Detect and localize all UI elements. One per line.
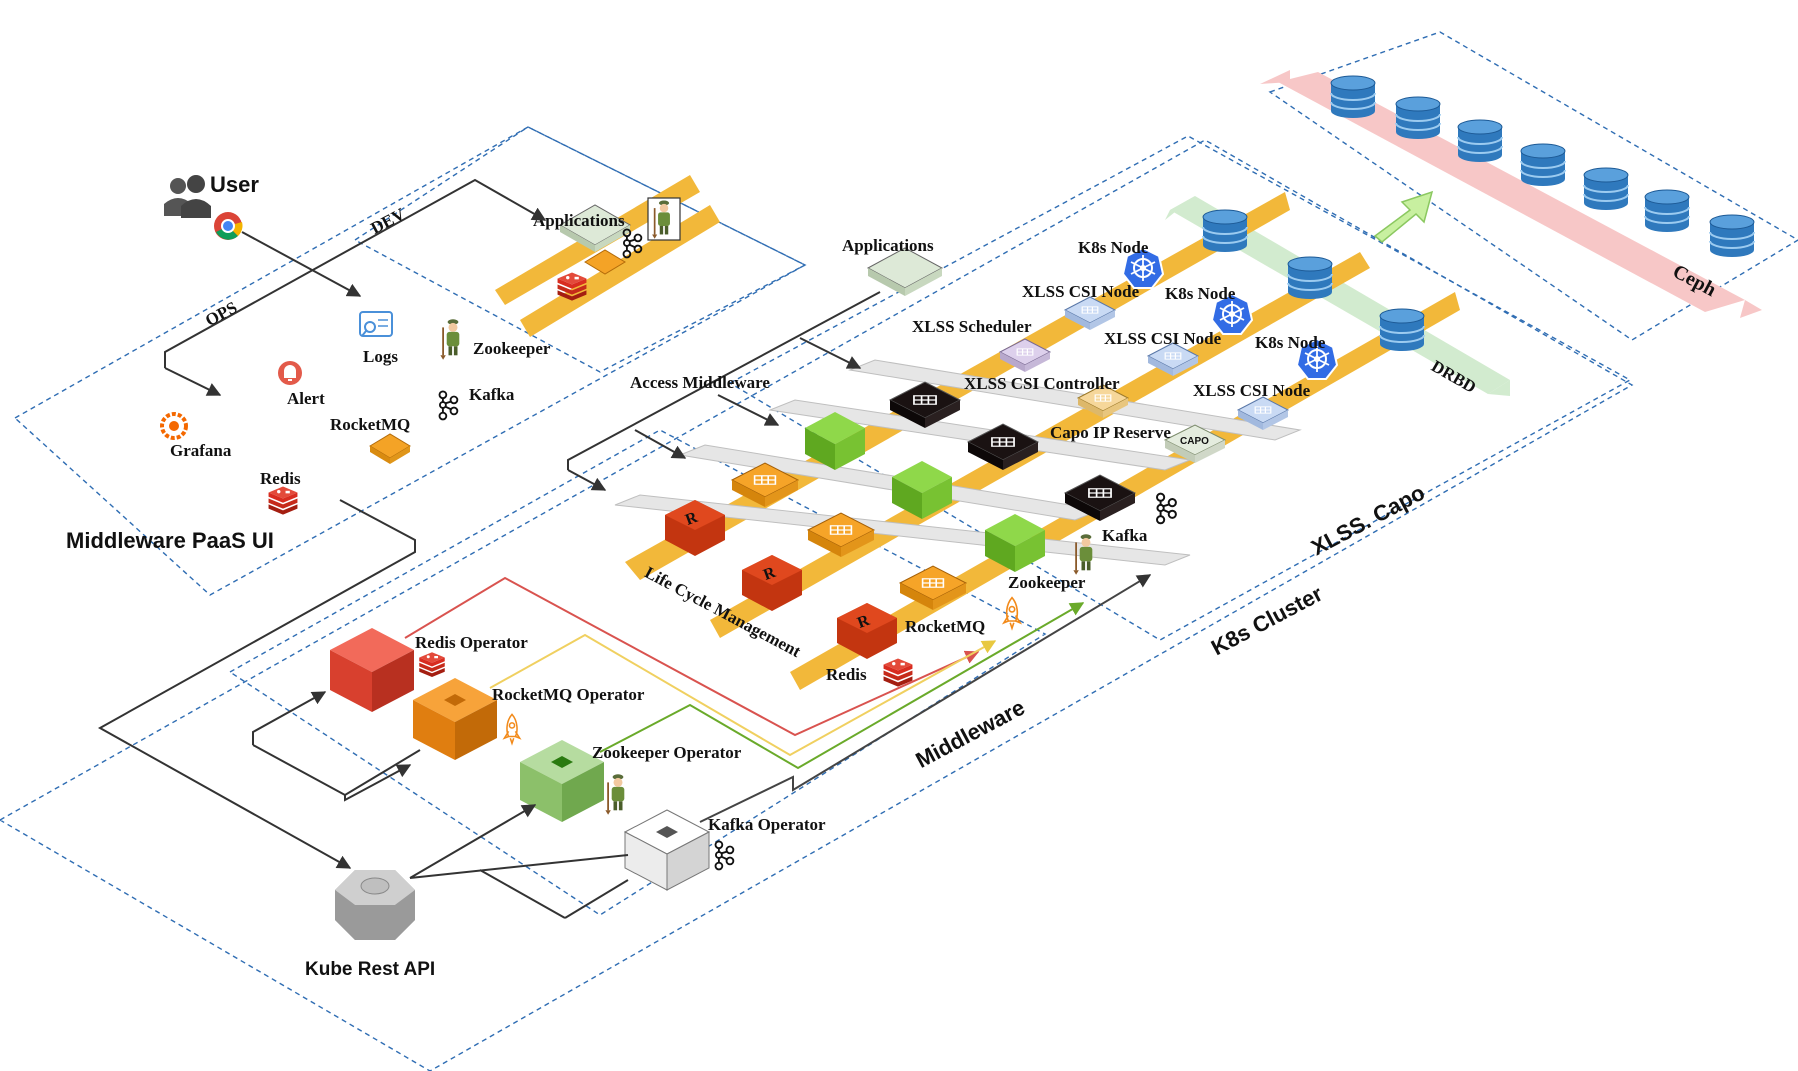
zookeeper-ui-label: Zookeeper [473,339,551,358]
xlss-csi-node-2-label: XLSS CSI Node [1104,329,1222,348]
redis-operator-label: Redis Operator [415,633,528,652]
rocketmq-tile-top [584,249,626,275]
capo-ip-reserve-label: Capo IP Reserve [1050,423,1171,442]
redis-icon [419,652,445,677]
zookeeper-operator-label: Zookeeper Operator [592,743,742,762]
zookeeper-icon [439,318,461,361]
redis-ui-label: Redis [260,469,301,488]
xlss-csi-node-tile [1236,396,1290,430]
redis-icon [883,658,913,687]
kafka-cube [1063,474,1137,521]
capo-ip-reserve-tile: CAPO [1163,424,1227,463]
kube-rest-api-icon [335,870,415,940]
disk-icon [1287,256,1333,300]
xlss-csi-controller-tile [1076,384,1130,418]
zookeeper-cube [892,461,952,519]
applications-top-label: Applications [533,211,625,230]
disk-icon [1709,214,1755,258]
ops-label: OPS [202,298,240,330]
kafka-ui-label: Kafka [469,385,515,404]
operator-flow-lines [404,574,1152,823]
redis-operator-cube [330,628,414,712]
disk-icon [1395,96,1441,140]
logs-icon [359,311,393,337]
kafka-icon [438,390,459,421]
disk-icon [1644,189,1690,233]
applications-tile-top [558,204,632,252]
alert-icon [278,361,302,385]
redis-cube: R [665,500,725,556]
xlss-csi-node-tile [1063,296,1117,330]
disk-icon [1330,75,1376,119]
disk-icon [1520,143,1566,187]
kafka-cube [888,381,962,428]
rocketmq-cube [730,462,800,507]
rocketmq-operator-cube [413,678,497,760]
xlss-capo-label: XLSS. Capo [1307,480,1429,561]
applications-mid-label: Applications [842,236,934,255]
redis-icon [557,272,587,301]
logs-label: Logs [363,347,398,366]
kafka-cluster-label: Kafka [1102,526,1148,545]
applications-tile-mid [866,247,944,296]
rocketmq-cube [898,565,968,610]
rocketmq-icon [1003,596,1021,630]
zookeeper-icon [1072,533,1094,576]
xlss-csi-node-tile [1146,342,1200,376]
k8s-node-2-label: K8s Node [1165,284,1236,303]
rocketmq-operator-label: RocketMQ Operator [492,685,645,704]
grafana-label: Grafana [170,441,232,460]
redis-cluster-label: Redis [826,665,867,684]
k8s-node-1-label: K8s Node [1078,238,1149,257]
rocketmq-cube [806,512,876,557]
rocketmq-icon [369,433,411,464]
redis-cube: R [742,555,802,611]
svg-text:CAPO: CAPO [1180,436,1209,447]
dev-ops-lines [164,178,547,396]
user-group-icon [164,175,211,218]
k8s-node-3-label: K8s Node [1255,333,1326,352]
kube-rest-api-label: Kube Rest API [305,959,435,980]
middleware-paas-ui-region [13,126,807,596]
zookeeper-cube [805,412,865,470]
redis-cube: R [837,603,897,659]
apps-region [353,126,807,373]
kafka-operator-cube [623,809,711,891]
rocketmq-ui-label: RocketMQ [330,415,410,434]
zookeeper-cube [985,514,1045,572]
xlss-scheduler-label: XLSS Scheduler [912,317,1032,336]
grafana-icon [160,412,188,440]
zookeeper-icon [604,773,626,816]
disk-icon [1457,119,1503,163]
kafka-icon [714,840,735,871]
access-middleware-label: Access Middleware [630,373,770,392]
disk-icon [1379,308,1425,352]
alert-label: Alert [287,389,325,408]
disk-icon [1583,167,1629,211]
user-label: User [210,172,259,197]
redis-icon [268,486,298,515]
zookeeper-cluster-label: Zookeeper [1008,573,1086,592]
management-lines [97,499,629,919]
ceph-region [1268,31,1798,341]
xlss-csi-node-3-label: XLSS CSI Node [1193,381,1311,400]
middleware-label: Middleware [911,695,1029,773]
rocketmq-icon [503,713,521,745]
rocketmq-cluster-label: RocketMQ [905,617,985,636]
kafka-operator-label: Kafka Operator [708,815,826,834]
kafka-icon [1156,492,1177,525]
paas-ui-label: Middleware PaaS UI [66,528,274,553]
xlss-csi-node-1-label: XLSS CSI Node [1022,282,1140,301]
zookeeper-operator-cube [520,740,604,822]
arrow-icon [1373,190,1434,243]
k8s-cluster-region [0,139,1634,1071]
middleware-region [228,429,1047,916]
kafka-cube [966,423,1040,470]
chrome-icon [214,212,243,240]
xlss-csi-controller-label: XLSS CSI Controller [964,374,1120,393]
disk-icon [1202,209,1248,253]
access-lines [567,291,881,491]
xlss-scheduler-tile [998,338,1052,372]
